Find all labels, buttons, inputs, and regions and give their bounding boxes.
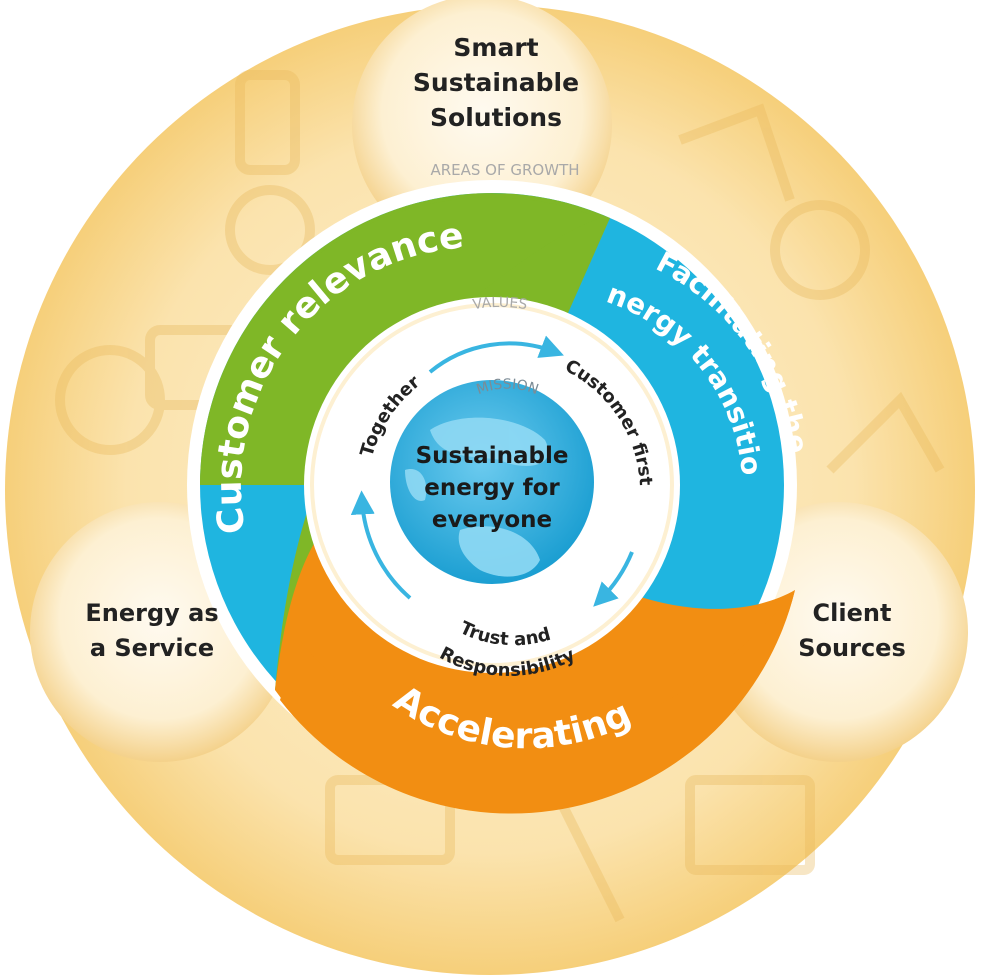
mission-line2: energy for [424,475,560,501]
phone-icon [235,70,300,175]
globe-continents [405,417,549,577]
segment-green-body [200,197,600,690]
mission-line1: Sustainable [416,443,569,469]
area-top-line3: Solutions [430,103,562,132]
decorative-icons [55,70,945,923]
wind-turbine-icon [678,103,795,202]
values-label-text: VALUES [472,295,529,313]
pylon-icon [826,391,945,474]
solar-panel-icon [685,775,815,875]
bulb-icon [555,797,625,923]
mission-line3: everyone [432,507,552,533]
values-label: VALUES [472,295,529,313]
area-top-line2: Sustainable [413,68,579,97]
values-disc-edge [310,303,674,667]
areas-of-growth-label: AREAS OF GROWTH [430,161,579,179]
area-right-line1: Client [813,599,892,627]
area-left-line1: Energy as [85,599,218,627]
arrow-left [350,490,412,600]
area-left-line2: a Service [90,634,214,662]
globe-small-icon [55,345,165,455]
lightbulb-icon [225,185,315,275]
arrow-right [593,551,634,607]
sun-icon [770,200,870,300]
segment-orange-outer [280,590,795,814]
arrow-top [428,335,564,374]
area-right-line2: Sources [798,634,905,662]
area-top-line1: Smart [453,33,538,62]
mission-label: MISSION [475,377,541,399]
mission-label-text: MISSION [475,377,541,399]
